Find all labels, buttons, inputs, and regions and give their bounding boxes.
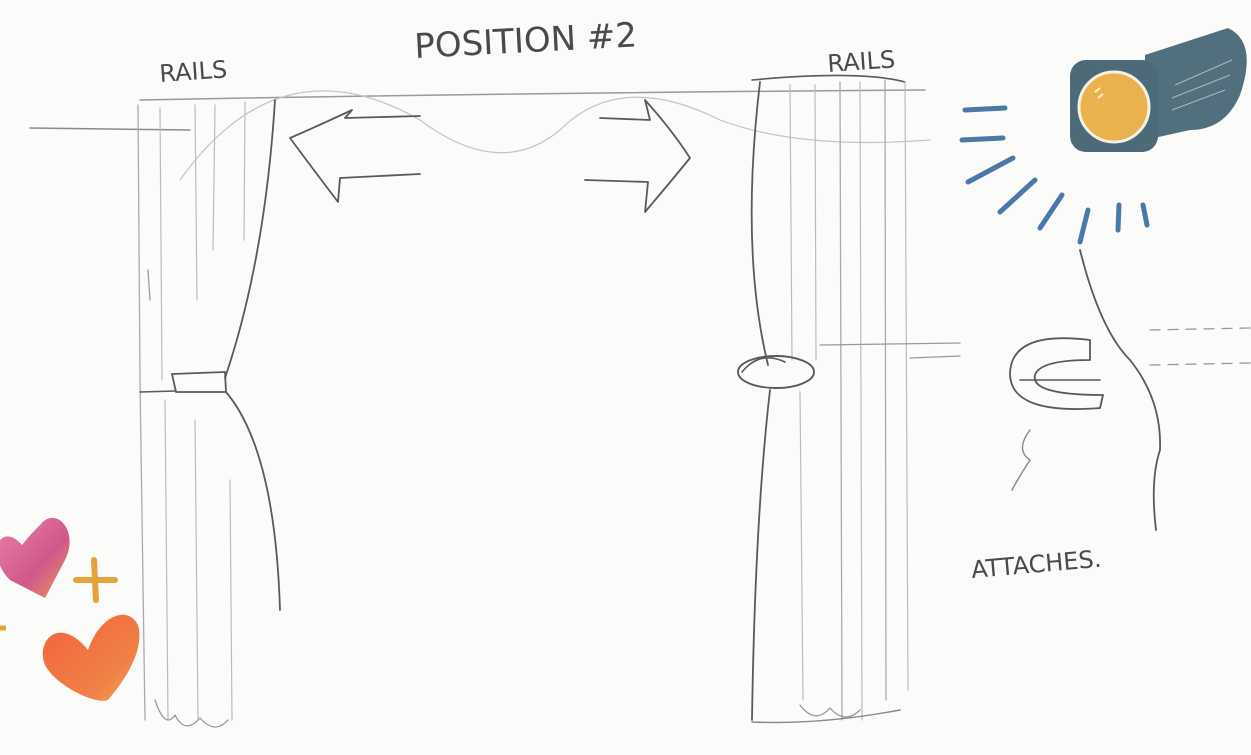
right-curtain — [738, 75, 960, 722]
hearts-icon — [0, 518, 139, 701]
attach-detail — [1010, 250, 1250, 530]
left-rail-line — [30, 128, 190, 130]
spotlight-icon — [962, 28, 1247, 242]
faint-guide-line — [180, 91, 930, 180]
right-tieback — [738, 356, 814, 388]
left-curtain — [138, 100, 280, 727]
attaches-label: ATTACHES. — [970, 545, 1102, 584]
rails-right-label: RAILS — [826, 45, 896, 78]
left-arrow-icon — [290, 110, 420, 202]
left-tieback — [172, 372, 226, 392]
rails-left-label: RAILS — [158, 55, 228, 88]
top-rail-line — [140, 90, 925, 100]
sketch-title: POSITION #2 — [413, 15, 638, 67]
right-arrow-icon — [585, 100, 690, 212]
